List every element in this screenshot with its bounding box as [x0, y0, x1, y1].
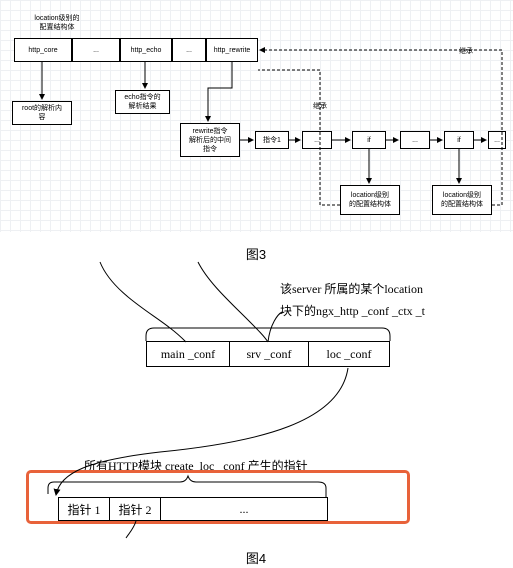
note-line-1: 该server 所属的某个location — [280, 282, 423, 296]
pointer-cell-2: 指针 2 — [109, 497, 161, 521]
curve-note — [267, 311, 283, 343]
top-caption: location级别的 配置结构体 — [34, 15, 80, 31]
figure-4-caption: 图4 — [245, 551, 267, 566]
note-line-2: 块下的ngx_http _conf _ctx _t — [280, 304, 425, 318]
inherit-label-1: 继承 — [313, 103, 327, 110]
chain-if-1: if — [352, 131, 386, 149]
chain-directive-1: 指令1 — [255, 131, 289, 149]
curve-right — [197, 261, 269, 343]
module-ellipsis-1: ... — [72, 38, 120, 62]
inherit-label-2: 继承 — [459, 48, 473, 55]
chain-ellipsis-2: ... — [400, 131, 430, 149]
rewrite-intermediate-box: rewrite指令 解析后的中间 指令 — [180, 123, 240, 157]
location-config-box-1: location级别 的配置结构体 — [340, 185, 400, 215]
pointer-tail — [125, 520, 137, 539]
figure-3-caption: 图3 — [245, 247, 267, 262]
figure-4-connectors — [47, 261, 391, 539]
arrow-rewrite-to-intermediate — [205, 62, 233, 122]
module-http-echo: http_echo — [120, 38, 172, 62]
location-config-box-2: location级别 的配置结构体 — [432, 185, 492, 215]
module-http-rewrite: http_rewrite — [206, 38, 258, 62]
curve-left — [99, 261, 187, 343]
chain-ellipsis-1: ... — [302, 131, 332, 149]
inherit-dashed-line-1 — [258, 69, 340, 206]
conf-array-bracket — [145, 327, 391, 341]
pointer-cell-ellipsis: ... — [160, 497, 328, 521]
figure-3-diagram: location级别的 配置结构体 http_core ... http_ech… — [0, 0, 513, 232]
chain-if-2: if — [444, 131, 474, 149]
highlight-frame — [26, 470, 410, 524]
srv-conf-cell: srv _conf — [229, 341, 309, 367]
array-label: 所有HTTP模块 create_loc _conf 产生的指针 — [84, 459, 308, 473]
pointer-array-brace — [47, 474, 327, 497]
loc-conf-cell: loc _conf — [308, 341, 390, 367]
main-conf-cell: main _conf — [146, 341, 230, 367]
module-http-core: http_core — [14, 38, 72, 62]
figure-3-connectors — [39, 47, 503, 206]
figure-4-diagram: 该server 所属的某个location 块下的ngx_http _conf … — [0, 261, 513, 542]
echo-result-box: echo指令的 解析结果 — [115, 90, 170, 114]
arrow-loc-conf-to-pointers — [53, 367, 349, 496]
pointer-cell-1: 指针 1 — [58, 497, 110, 521]
inherit-dashed-line-2 — [259, 47, 503, 206]
module-ellipsis-2: ... — [172, 38, 206, 62]
root-parse-box: root的解析内 容 — [12, 101, 72, 125]
